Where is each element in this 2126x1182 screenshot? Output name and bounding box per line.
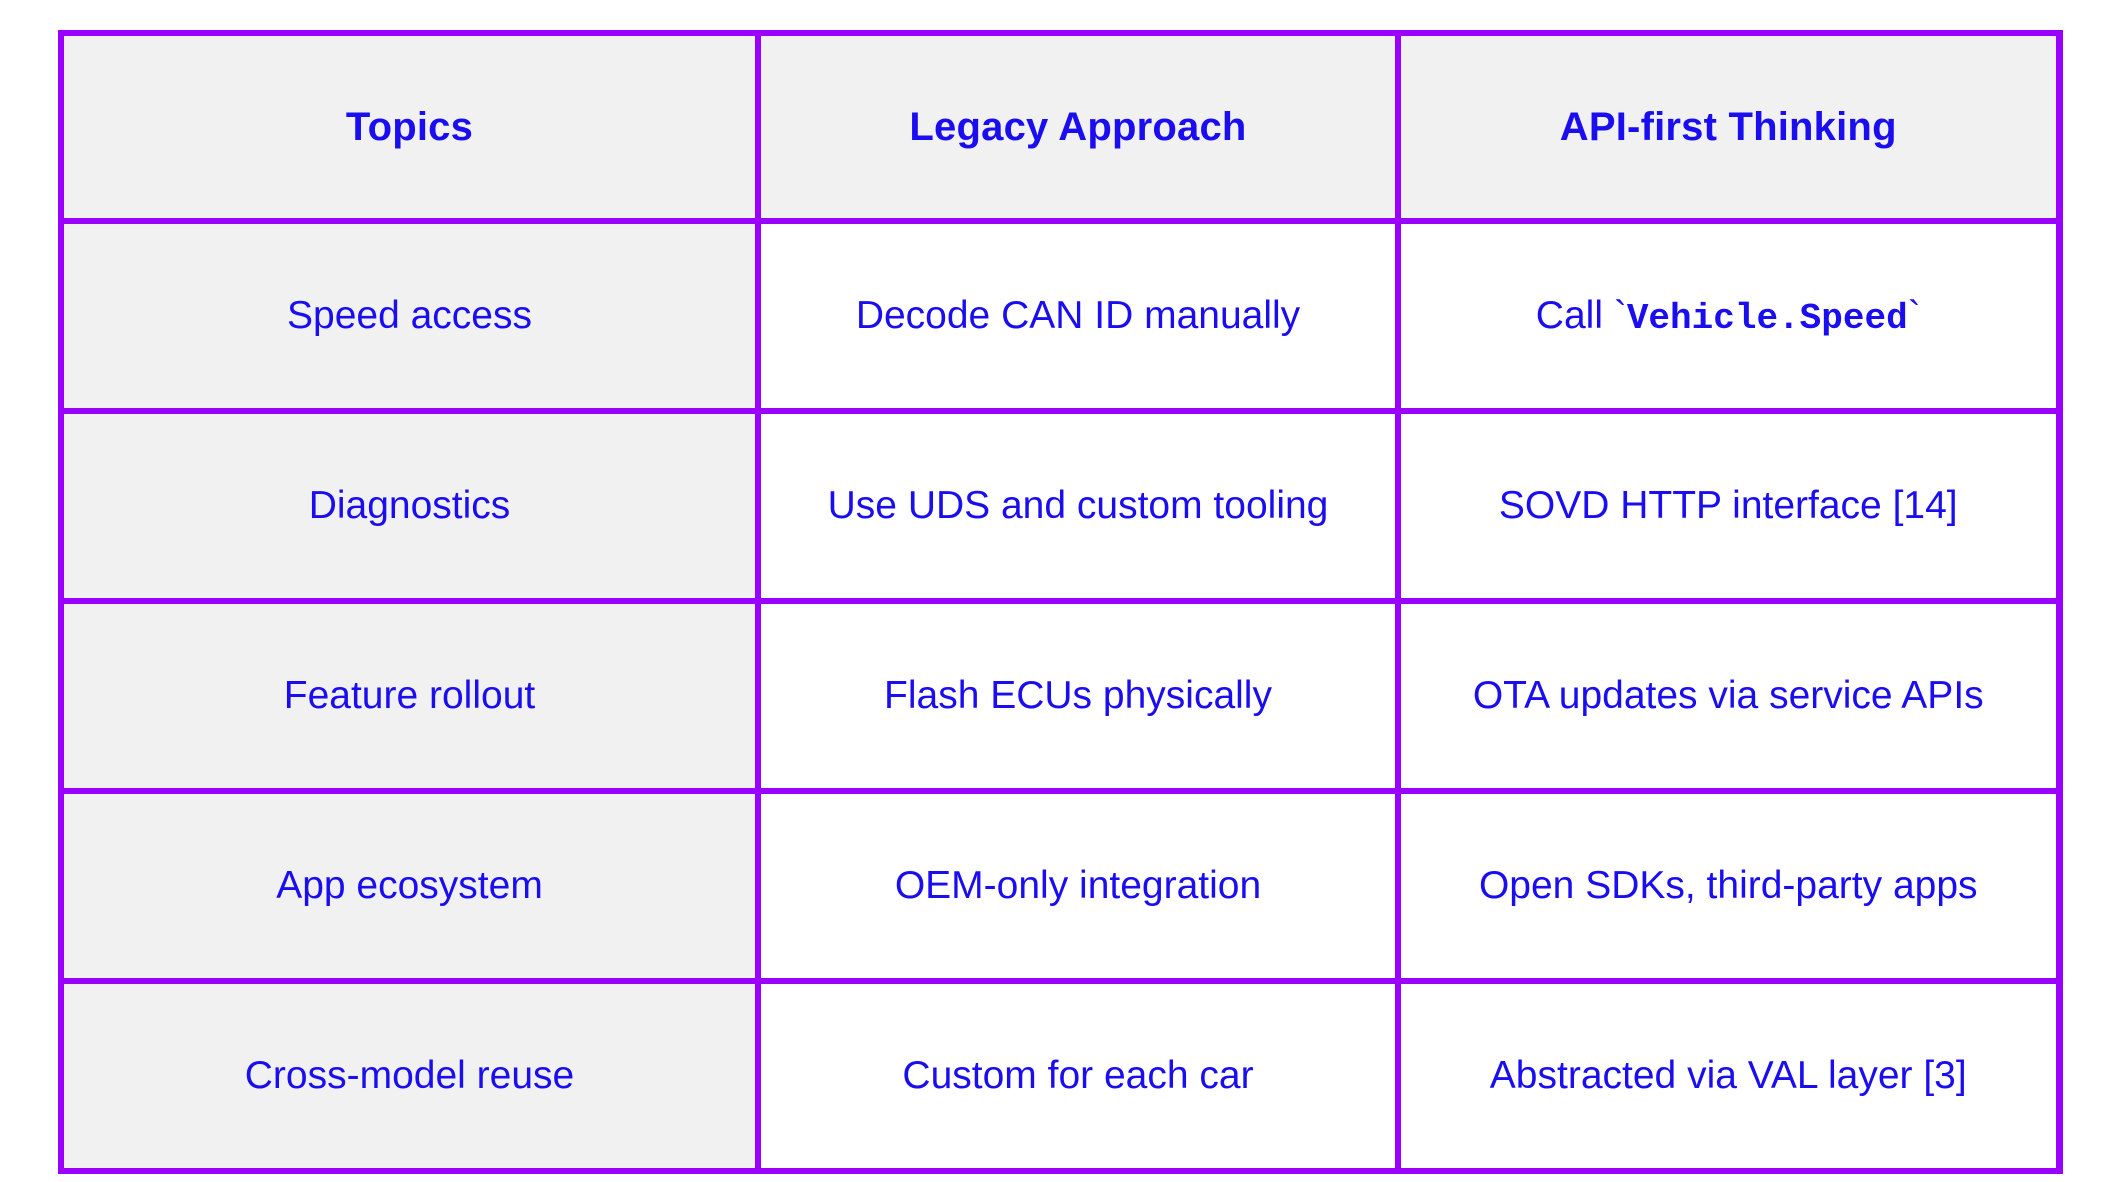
table-body: Speed access Decode CAN ID manually Call… (58, 218, 2062, 1174)
cell-apifirst: Call `Vehicle.Speed` (1395, 218, 2062, 414)
comparison-table-container: Topics Legacy Approach API-first Thinkin… (58, 30, 2063, 1174)
cell-apifirst-prefix: Call (1535, 293, 1614, 337)
cell-legacy: Custom for each car (755, 978, 1401, 1174)
cell-topic-text: Feature rollout (283, 673, 536, 717)
cell-apifirst-text: OTA updates via service APIs (1472, 673, 1984, 717)
cell-apifirst: OTA updates via service APIs (1395, 598, 2062, 794)
cell-topic-text: App ecosystem (276, 863, 543, 907)
column-header-legacy-approach: Legacy Approach (755, 30, 1401, 224)
cell-topic: Speed access (58, 218, 761, 414)
cell-topic: Cross-model reuse (58, 978, 761, 1174)
table-row: Feature rollout Flash ECUs physically OT… (58, 598, 2062, 794)
cell-apifirst-open-backtick: ` (1613, 293, 1627, 337)
table-header: Topics Legacy Approach API-first Thinkin… (58, 30, 2062, 224)
cell-legacy: Flash ECUs physically (755, 598, 1401, 794)
cell-apifirst-text: Abstracted via VAL layer [3] (1489, 1053, 1967, 1097)
cell-apifirst: Open SDKs, third-party apps (1395, 788, 2062, 984)
cell-legacy-text: OEM-only integration (894, 863, 1262, 907)
table-row: App ecosystem OEM-only integration Open … (58, 788, 2062, 984)
table-header-row: Topics Legacy Approach API-first Thinkin… (58, 30, 2062, 224)
cell-apifirst-close-backtick: ` (1907, 293, 1921, 337)
cell-apifirst: SOVD HTTP interface [14] (1395, 408, 2062, 604)
comparison-table: Topics Legacy Approach API-first Thinkin… (58, 30, 2063, 1174)
cell-legacy-text: Use UDS and custom tooling (827, 483, 1329, 527)
cell-apifirst-text: Open SDKs, third-party apps (1478, 863, 1978, 907)
column-header-api-first-thinking-label: API-first Thinking (1559, 105, 1897, 149)
cell-apifirst-text: SOVD HTTP interface [14] (1498, 483, 1958, 527)
cell-apifirst: Abstracted via VAL layer [3] (1395, 978, 2062, 1174)
cell-topic-text: Cross-model reuse (244, 1053, 575, 1097)
table-row: Cross-model reuse Custom for each car Ab… (58, 978, 2062, 1174)
cell-legacy: OEM-only integration (755, 788, 1401, 984)
column-header-topics: Topics (58, 30, 761, 224)
cell-topic: Feature rollout (58, 598, 761, 794)
table-row: Speed access Decode CAN ID manually Call… (58, 218, 2062, 414)
column-header-api-first-thinking: API-first Thinking (1395, 30, 2062, 224)
cell-legacy: Use UDS and custom tooling (755, 408, 1401, 604)
cell-topic: App ecosystem (58, 788, 761, 984)
cell-apifirst-code: Vehicle.Speed (1626, 297, 1908, 339)
cell-apifirst-text: Call `Vehicle.Speed` (1419, 292, 2038, 341)
cell-legacy-text: Flash ECUs physically (884, 673, 1272, 717)
cell-legacy-text: Custom for each car (902, 1053, 1254, 1097)
column-header-topics-label: Topics (345, 105, 474, 149)
cell-topic: Diagnostics (58, 408, 761, 604)
cell-legacy: Decode CAN ID manually (755, 218, 1401, 414)
cell-topic-text: Diagnostics (308, 483, 511, 527)
column-header-legacy-approach-label: Legacy Approach (909, 105, 1247, 149)
cell-legacy-text: Decode CAN ID manually (855, 293, 1301, 337)
cell-topic-text: Speed access (287, 293, 532, 337)
table-row: Diagnostics Use UDS and custom tooling S… (58, 408, 2062, 604)
